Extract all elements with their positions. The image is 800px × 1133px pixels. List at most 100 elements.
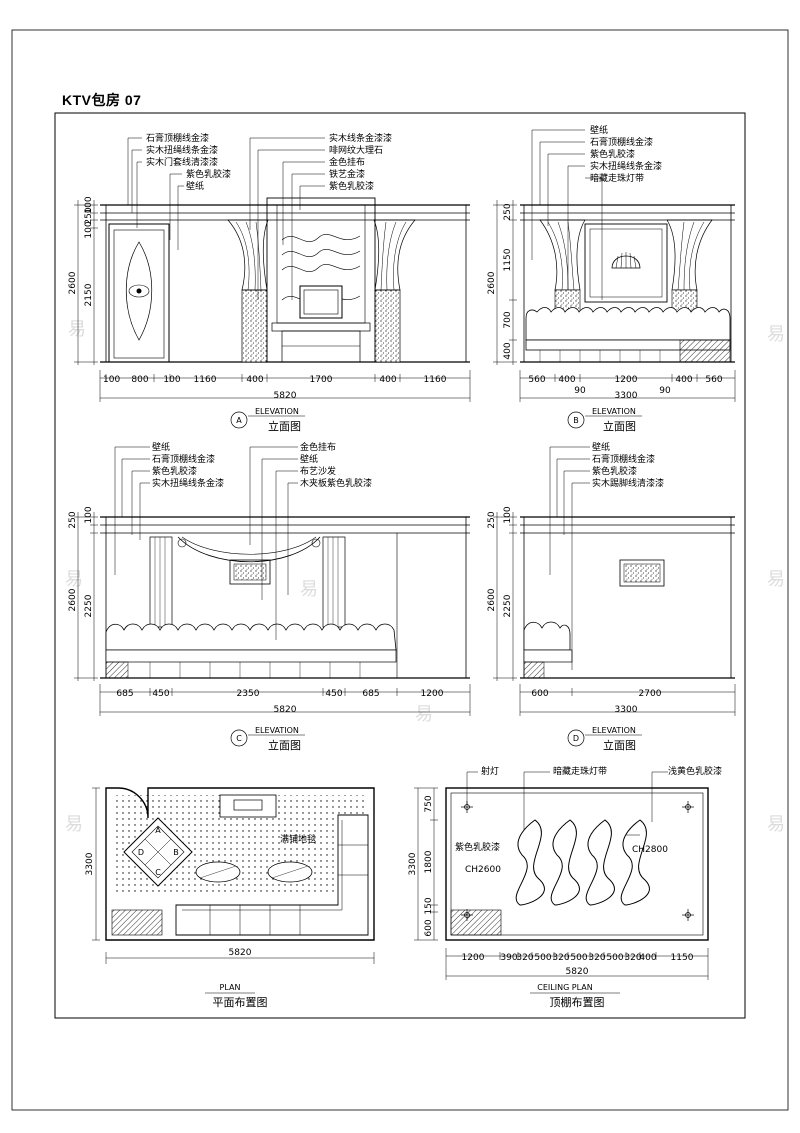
- svg-text:250: 250: [84, 207, 94, 224]
- marker: B: [573, 416, 579, 425]
- svg-text:700: 700: [503, 311, 513, 328]
- svg-text:PLAN: PLAN: [220, 983, 241, 992]
- label: 布艺沙发: [300, 465, 336, 477]
- label: 石膏顶棚线金漆: [152, 453, 215, 465]
- elevation-d: 壁纸 石膏顶棚线金漆 紫色乳胶漆 实木踢脚线清漆漆 250 100 2600 2…: [487, 441, 736, 752]
- label: 实木线条金漆漆: [329, 132, 392, 144]
- svg-text:1160: 1160: [424, 375, 447, 385]
- svg-text:2600: 2600: [487, 588, 497, 611]
- svg-text:320: 320: [516, 953, 533, 963]
- svg-text:1200: 1200: [462, 953, 485, 963]
- svg-text:500: 500: [570, 953, 587, 963]
- label: 壁纸: [590, 124, 608, 136]
- label: 紫色乳胶漆: [455, 841, 500, 853]
- label: 紫色乳胶漆: [590, 148, 635, 160]
- elevation-a: 石膏顶棚线金漆 实木扭绳线条金漆 实木门套线清漆漆 紫色乳胶漆 壁纸 实木线条金…: [68, 132, 471, 433]
- svg-text:B: B: [173, 848, 179, 857]
- svg-text:320: 320: [552, 953, 569, 963]
- elevation-c: 壁纸 石膏顶棚线金漆 紫色乳胶漆 实木扭绳线条金漆 金色挂布 壁纸 布艺沙发 木…: [68, 441, 471, 752]
- svg-text:易: 易: [65, 569, 83, 590]
- label: 实木门套线清漆漆: [146, 156, 218, 168]
- svg-text:2700: 2700: [639, 689, 662, 699]
- svg-text:390: 390: [500, 953, 517, 963]
- svg-text:5820: 5820: [566, 967, 589, 977]
- svg-text:1200: 1200: [615, 375, 638, 385]
- svg-text:320: 320: [624, 953, 641, 963]
- label: 壁纸: [300, 453, 318, 465]
- height-label: CH2800: [632, 845, 668, 855]
- svg-text:易: 易: [300, 579, 318, 600]
- label: 暗藏走珠灯带: [590, 172, 644, 184]
- svg-text:3300: 3300: [85, 852, 95, 875]
- inner-frame: [54, 112, 746, 1019]
- svg-text:320: 320: [588, 953, 605, 963]
- label: 射灯: [481, 765, 499, 777]
- svg-text:ELEVATION: ELEVATION: [255, 726, 299, 735]
- svg-text:250: 250: [68, 511, 78, 528]
- svg-text:100: 100: [84, 506, 94, 523]
- svg-text:2250: 2250: [503, 594, 513, 617]
- outer-frame: [11, 29, 789, 1111]
- svg-text:560: 560: [528, 375, 545, 385]
- height-label: CH2600: [465, 865, 501, 875]
- svg-text:600: 600: [424, 919, 434, 936]
- svg-text:1800: 1800: [424, 850, 434, 873]
- sheet-title: KTV包房 07: [62, 92, 142, 108]
- svg-text:立面图: 立面图: [268, 738, 301, 752]
- svg-text:易: 易: [415, 704, 433, 725]
- svg-text:500: 500: [534, 953, 551, 963]
- svg-text:250: 250: [487, 511, 497, 528]
- svg-text:150: 150: [424, 897, 434, 914]
- label: 实木扭绳线条金漆: [146, 144, 218, 156]
- svg-text:250: 250: [503, 203, 513, 220]
- svg-text:2600: 2600: [68, 588, 78, 611]
- svg-text:立面图: 立面图: [603, 738, 636, 752]
- svg-text:1160: 1160: [194, 375, 217, 385]
- svg-text:400: 400: [675, 375, 692, 385]
- svg-text:易: 易: [68, 319, 86, 340]
- marker: C: [236, 734, 242, 743]
- svg-text:易: 易: [767, 814, 785, 835]
- label: 壁纸: [592, 441, 610, 453]
- svg-text:1700: 1700: [310, 375, 333, 385]
- svg-text:500: 500: [606, 953, 623, 963]
- label: 铁艺金漆: [329, 168, 365, 180]
- label: 壁纸: [152, 441, 170, 453]
- svg-text:400: 400: [558, 375, 575, 385]
- svg-text:600: 600: [531, 689, 548, 699]
- svg-text:顶棚布置图: 顶棚布置图: [550, 995, 605, 1009]
- svg-text:100: 100: [163, 375, 180, 385]
- svg-text:5820: 5820: [274, 391, 297, 401]
- svg-text:685: 685: [116, 689, 133, 699]
- svg-text:90: 90: [659, 386, 671, 396]
- label: 金色挂布: [300, 441, 336, 453]
- svg-text:ELEVATION: ELEVATION: [255, 407, 299, 416]
- label: 啡网纹大理石: [329, 144, 383, 156]
- svg-text:100: 100: [84, 196, 94, 213]
- ceiling-plan: 射灯 暗藏走珠灯带 浅黄色乳胶漆 紫色乳胶漆 CH2600 CH2800 750…: [408, 765, 722, 1009]
- svg-text:750: 750: [424, 795, 434, 812]
- svg-text:CEILING PLAN: CEILING PLAN: [537, 983, 592, 992]
- svg-text:90: 90: [574, 386, 586, 396]
- label: 实木扭绳线条金漆: [152, 477, 224, 489]
- svg-text:2250: 2250: [84, 594, 94, 617]
- label: 木夹板紫色乳胶漆: [300, 477, 372, 489]
- svg-text:2150: 2150: [84, 283, 94, 306]
- label: 实木踢脚线清漆漆: [592, 477, 664, 489]
- svg-text:ELEVATION: ELEVATION: [592, 407, 636, 416]
- svg-text:1200: 1200: [421, 689, 444, 699]
- svg-text:560: 560: [705, 375, 722, 385]
- svg-text:100: 100: [84, 221, 94, 238]
- svg-text:400: 400: [379, 375, 396, 385]
- marker: A: [236, 416, 242, 425]
- svg-text:3300: 3300: [408, 852, 418, 875]
- marker: D: [573, 734, 579, 743]
- svg-text:3300: 3300: [615, 705, 638, 715]
- label: 壁纸: [186, 180, 204, 192]
- svg-text:ELEVATION: ELEVATION: [592, 726, 636, 735]
- svg-text:3300: 3300: [615, 391, 638, 401]
- svg-text:100: 100: [103, 375, 120, 385]
- svg-text:2600: 2600: [487, 271, 497, 294]
- svg-text:立面图: 立面图: [603, 419, 636, 433]
